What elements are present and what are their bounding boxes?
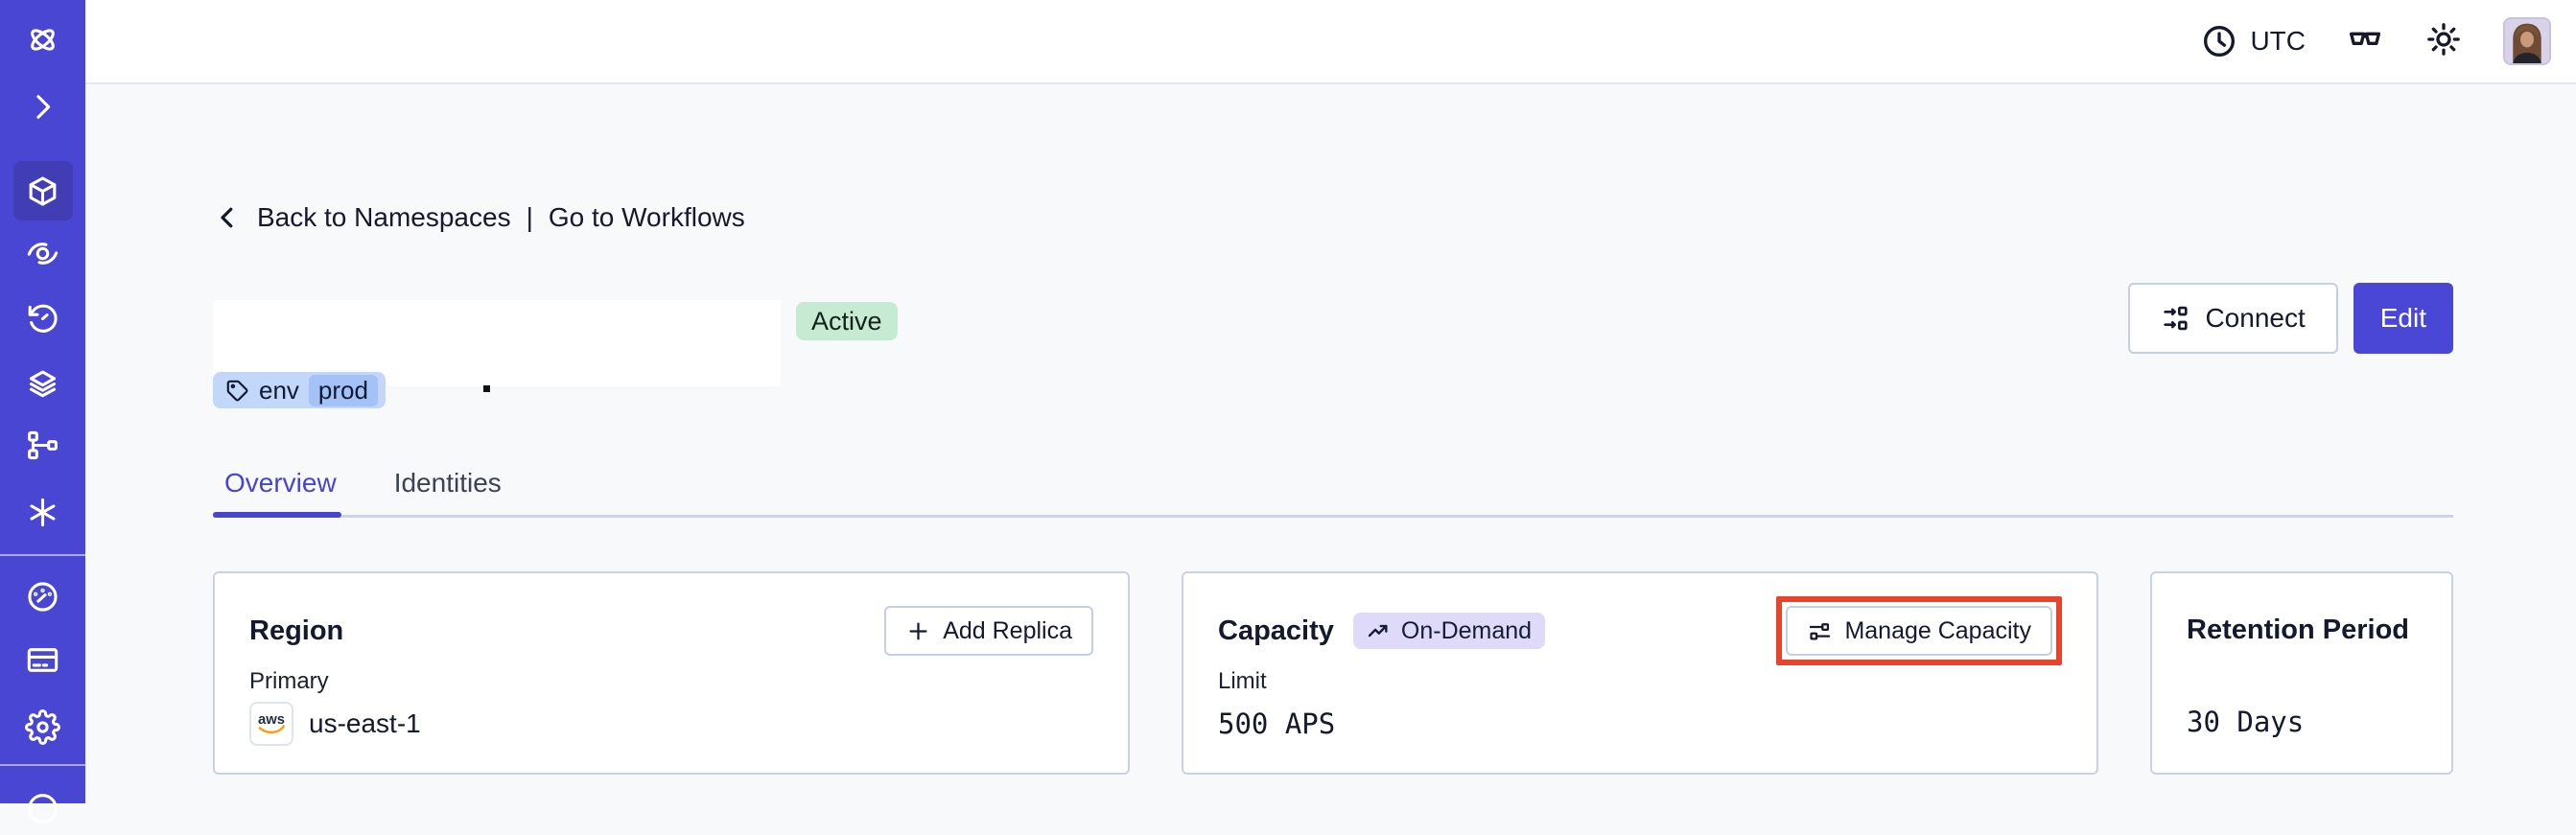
- on-demand-badge: On-Demand: [1352, 613, 1546, 649]
- sidebar-divider: [0, 764, 85, 766]
- sidebar-expand-icon[interactable]: [13, 77, 73, 136]
- tab-track: [213, 515, 2453, 518]
- aws-logo: aws: [249, 702, 293, 746]
- user-avatar[interactable]: [2503, 17, 2551, 65]
- breadcrumb-divider: |: [526, 202, 533, 232]
- retention-value: 30 Days: [2187, 706, 2305, 738]
- overview-cards: Region Add Replica Primary aws us-east-1…: [213, 571, 2453, 775]
- clock-icon: [2204, 25, 2236, 58]
- region-card: Region Add Replica Primary aws us-east-1: [213, 571, 1130, 775]
- limit-label: Limit: [1218, 668, 1267, 694]
- gear-icon: [25, 708, 60, 745]
- reader-glasses-icon[interactable]: [2346, 20, 2384, 63]
- sidebar-item-batch-operations[interactable]: [13, 353, 73, 412]
- capacity-value: 500 APS: [1218, 707, 1336, 740]
- profile-icon: [28, 793, 58, 823]
- region-card-title: Region: [249, 615, 344, 646]
- tag-key: env: [259, 375, 299, 405]
- plus-icon: [909, 622, 927, 639]
- sidebar-divider: [0, 554, 85, 556]
- sidebar-item-settings[interactable]: [13, 697, 73, 756]
- retention-card-title: Retention Period: [2187, 615, 2410, 645]
- topbar: UTC: [85, 0, 2576, 84]
- timezone-selector[interactable]: UTC: [2200, 22, 2306, 60]
- manage-capacity-button[interactable]: Manage Capacity: [1786, 606, 2052, 656]
- back-to-namespaces-link[interactable]: Back to Namespaces: [257, 202, 511, 232]
- add-replica-label: Add Replica: [943, 616, 1072, 644]
- tab-overview[interactable]: Overview: [224, 468, 337, 498]
- swirl-eye-icon: [27, 242, 59, 265]
- status-badge: Active: [796, 302, 898, 340]
- edit-button[interactable]: Edit: [2353, 283, 2453, 354]
- connect-label: Connect: [2205, 303, 2306, 333]
- primary-label: Primary: [249, 668, 329, 694]
- manage-capacity-label: Manage Capacity: [1844, 616, 2031, 644]
- trending-up-icon: [1368, 624, 1388, 638]
- go-to-workflows-link[interactable]: Go to Workflows: [548, 202, 745, 232]
- add-replica-button[interactable]: Add Replica: [884, 606, 1093, 656]
- namespace-tag: env prod: [213, 372, 386, 408]
- sidebar-item-profile[interactable]: [13, 776, 73, 835]
- active-tab-underline: [213, 512, 341, 518]
- gauge-icon: [28, 581, 58, 612]
- theme-toggle-sun-icon[interactable]: [2424, 20, 2463, 63]
- region-value: us-east-1: [309, 708, 421, 738]
- tag-icon: [226, 380, 248, 402]
- sidebar-item-billing[interactable]: [13, 630, 73, 689]
- cube-icon: [29, 175, 57, 206]
- retention-card: Retention Period 30 Days: [2150, 571, 2453, 775]
- capacity-card-title: Capacity: [1218, 615, 1334, 646]
- asterisk-icon: [30, 498, 56, 526]
- connect-flow-icon: [2164, 306, 2189, 331]
- capacity-card: Capacity On-Demand Manage Capacity Limit…: [1182, 571, 2098, 775]
- breadcrumb: Back to Namespaces | Go to Workflows: [213, 197, 745, 239]
- sidebar-item-schedules[interactable]: [13, 289, 73, 348]
- connect-button[interactable]: Connect: [2128, 283, 2338, 354]
- sliders-icon: [1810, 622, 1831, 639]
- tab-bar: Overview Identities: [213, 464, 513, 502]
- sidebar-item-deployments[interactable]: [13, 415, 73, 475]
- temporal-logo-icon[interactable]: [13, 10, 73, 69]
- tag-value-chip: prod: [308, 374, 378, 406]
- header-actions: Connect Edit: [2128, 283, 2453, 354]
- timezone-label: UTC: [2250, 26, 2306, 56]
- sidebar-item-usage[interactable]: [13, 567, 73, 626]
- credit-card-icon: [27, 647, 59, 672]
- main-content: Back to Namespaces | Go to Workflows Act…: [213, 0, 2453, 803]
- countdown-clock-icon: [28, 304, 58, 333]
- highlight-box: Manage Capacity: [1776, 596, 2062, 665]
- aws-logo-text: aws: [258, 712, 285, 728]
- on-demand-label: On-Demand: [1400, 617, 1533, 644]
- layers-icon: [29, 370, 57, 397]
- sidebar-item-nexus[interactable]: [13, 482, 73, 542]
- tab-identities[interactable]: Identities: [393, 468, 502, 498]
- redaction-artifact: [483, 385, 490, 392]
- sidebar: [0, 0, 85, 823]
- branch-icon: [28, 430, 58, 459]
- sidebar-item-insights[interactable]: [13, 223, 73, 283]
- sidebar-item-namespaces[interactable]: [12, 161, 73, 220]
- chevron-left-icon: [221, 207, 233, 228]
